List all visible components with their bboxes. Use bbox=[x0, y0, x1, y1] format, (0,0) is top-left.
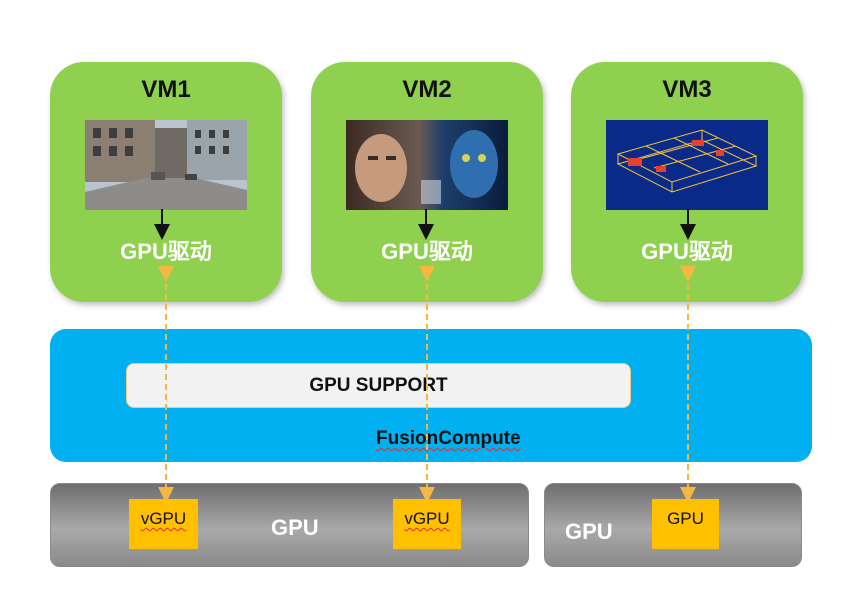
vm2-driver-label: GPU驱动 bbox=[381, 239, 473, 264]
gpu-left-label: GPU bbox=[271, 515, 319, 540]
vgpu-chip-1-label: vGPU bbox=[140, 509, 187, 528]
vm1-driver-label: GPU驱动 bbox=[120, 239, 212, 264]
vm2-movie-image bbox=[346, 120, 508, 210]
vm2-title: VM2 bbox=[402, 76, 452, 103]
gpu-chip-label: GPU bbox=[667, 509, 704, 528]
vm1-street-image bbox=[85, 120, 247, 210]
fusioncompute-label: FusionCompute bbox=[376, 428, 521, 449]
vm1-title: VM1 bbox=[141, 76, 191, 103]
vgpu-chip-2: vGPU bbox=[393, 499, 461, 549]
gpu-support-bar: GPU SUPPORT bbox=[126, 363, 631, 408]
gpu-chip: GPU bbox=[652, 499, 719, 549]
vm3-title: VM3 bbox=[662, 76, 712, 103]
vm3-driver-label: GPU驱动 bbox=[641, 239, 733, 264]
vm3-cad-image bbox=[606, 120, 768, 210]
gpu-right-label: GPU bbox=[565, 519, 613, 544]
vm1-box: VM1 GPU驱动 bbox=[50, 62, 282, 302]
vgpu-chip-2-label: vGPU bbox=[404, 509, 450, 528]
vm3-box: VM3 GPU驱动 bbox=[571, 62, 803, 302]
vm2-box: VM2 GPU驱动 bbox=[311, 62, 543, 302]
vgpu-chip-1: vGPU bbox=[129, 499, 198, 549]
